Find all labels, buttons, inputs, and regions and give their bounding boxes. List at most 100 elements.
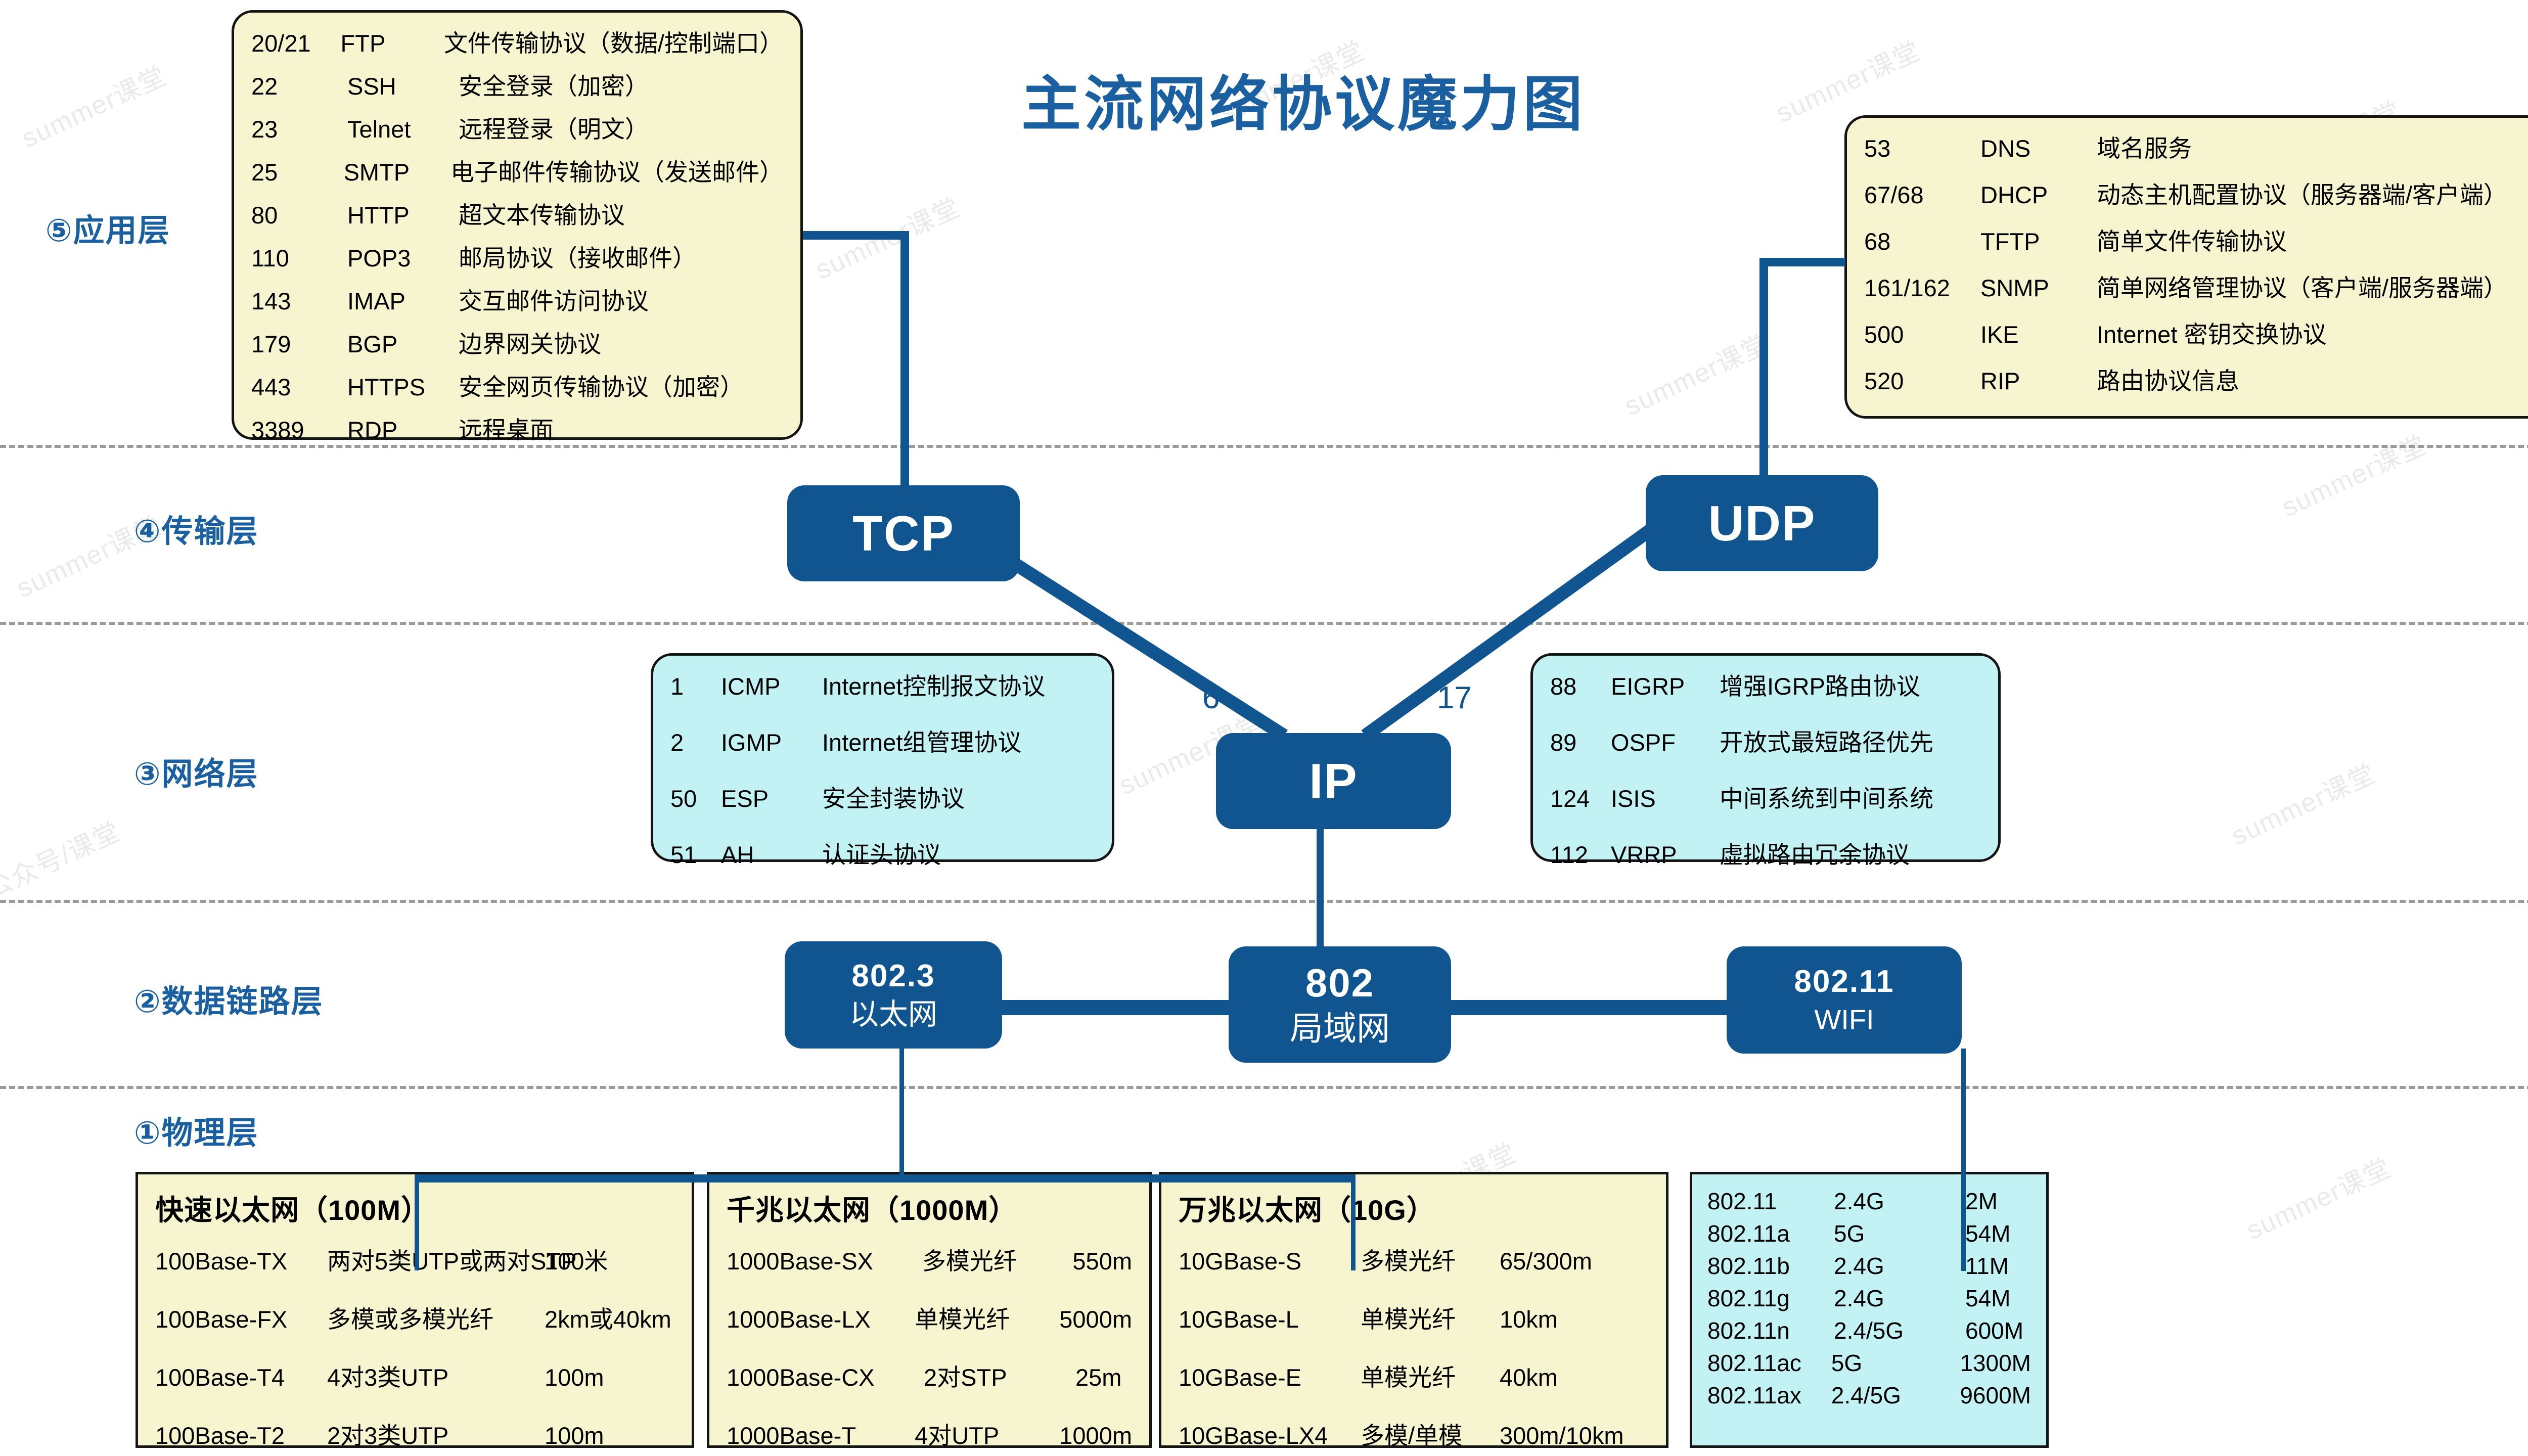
tcp-app-protocol-cell: IMAP xyxy=(347,288,405,314)
card-gigabit-ethernet-header: 千兆以太网（1000M） xyxy=(727,1194,1018,1226)
fast-ethernet-cell: 多模或多模光纤 xyxy=(327,1306,493,1333)
tcp-app-protocol-cell: 25 xyxy=(251,159,278,186)
tcp-app-protocol-cell: 超文本传输协议 xyxy=(459,202,625,229)
network-protocol-right-cell: 开放式最短路径优先 xyxy=(1720,729,1933,756)
tcp-app-protocol-cell: 电子邮件传输协议（发送邮件） xyxy=(450,159,783,186)
network-protocol-left-cell: IGMP xyxy=(721,729,782,756)
node-tcp[interactable]: TCP xyxy=(787,485,1020,581)
card-10g-ethernet-header: 万兆以太网（10G） xyxy=(1179,1194,1435,1226)
gigabit-ethernet-cell: 4对UTP xyxy=(915,1422,1000,1449)
gigabit-ethernet-cell: 2对STP xyxy=(924,1364,1007,1391)
udp-app-protocol-cell: IKE xyxy=(1980,321,2019,348)
network-protocol-left-row: 1 ICMP Internet控制报文协议 xyxy=(670,667,1095,702)
udp-app-protocol-cell: 域名服务 xyxy=(2097,135,2192,162)
node-udp[interactable]: UDP xyxy=(1646,475,1878,571)
gigabit-ethernet-cell: 1000Base-LX xyxy=(727,1306,871,1333)
udp-app-protocol-cell: 路由协议信息 xyxy=(2097,368,2239,394)
connector-ip-to-lan802 xyxy=(1317,814,1324,948)
tcp-app-protocol-cell: 20/21 xyxy=(251,30,311,57)
fast-ethernet-cell: 100Base-T4 xyxy=(155,1364,285,1391)
connector-app-to-udp-vertical xyxy=(1759,258,1768,485)
udp-app-protocol-cell: TFTP xyxy=(1980,228,2040,255)
tcp-app-protocol-cell: 23 xyxy=(251,116,278,143)
node-802-secondary: 局域网 xyxy=(1290,1010,1390,1048)
udp-app-protocol-cell: 161/162 xyxy=(1864,275,1950,301)
connector-app-to-udp-horizontal xyxy=(1759,258,1845,266)
node-8023-ethernet[interactable]: 802.3 以太网 xyxy=(785,941,1002,1049)
tcp-app-protocol-cell: 交互邮件访问协议 xyxy=(459,288,649,314)
10g-ethernet-cell: 10km xyxy=(1500,1306,1558,1333)
network-protocol-left-cell: 50 xyxy=(670,785,697,812)
fast-ethernet-cell: 100Base-T2 xyxy=(155,1422,285,1449)
network-protocol-left-cell: Internet组管理协议 xyxy=(822,729,1022,756)
node-ip[interactable]: IP xyxy=(1216,733,1451,829)
network-protocol-right-cell: 中间系统到中间系统 xyxy=(1720,785,1933,812)
network-protocol-right-cell: 88 xyxy=(1550,673,1577,700)
port-label-tcp: 6 xyxy=(1202,680,1220,715)
network-protocol-left-cell: 安全封装协议 xyxy=(822,785,965,812)
udp-app-protocol-cell: 简单文件传输协议 xyxy=(2097,228,2287,255)
udp-app-protocol-cell: 67/68 xyxy=(1864,181,1924,208)
gigabit-ethernet-cell: 单模光纤 xyxy=(915,1306,1010,1333)
watermark: summer课堂 xyxy=(17,61,171,154)
node-802-lan[interactable]: 802 局域网 xyxy=(1229,946,1451,1063)
10g-ethernet-cell: 65/300m xyxy=(1500,1248,1592,1275)
network-protocol-left-cell: 1 xyxy=(670,673,684,700)
connector-80211-drop xyxy=(1961,1049,1966,1271)
udp-app-protocol-cell: Internet 密钥交换协议 xyxy=(2097,321,2327,348)
fast-ethernet-cell: 2对3类UTP xyxy=(327,1422,449,1449)
layer-separator-app-transport xyxy=(0,445,2528,448)
tcp-app-protocol-cell: 80 xyxy=(251,202,278,229)
tcp-app-protocol-cell: 安全登录（加密） xyxy=(459,73,649,100)
wifi-standard-cell: 1300M xyxy=(1960,1350,2031,1376)
gigabit-ethernet-cell: 1000Base-T xyxy=(727,1422,856,1449)
connector-physical-bus xyxy=(415,1174,1355,1182)
udp-app-protocol-cell: DNS xyxy=(1980,135,2031,162)
network-protocol-left-cell: ICMP xyxy=(721,673,781,700)
fast-ethernet-cell: 2km或40km xyxy=(545,1306,671,1333)
tcp-app-protocol-cell: BGP xyxy=(347,331,398,357)
10g-ethernet-cell: 单模光纤 xyxy=(1361,1306,1456,1333)
node-ip-label: IP xyxy=(1309,753,1358,809)
tcp-app-protocol-cell: HTTPS xyxy=(347,374,426,400)
connector-app-to-tcp-vertical xyxy=(900,231,909,491)
layer-label-application: ⑤应用层 xyxy=(46,213,170,248)
tcp-app-protocol-cell: 143 xyxy=(251,288,291,314)
tcp-app-protocol-cell: RDP xyxy=(347,417,398,443)
network-protocol-left-cell: 认证头协议 xyxy=(822,841,941,868)
connector-802-to-80211 xyxy=(1411,1000,1729,1015)
tcp-app-protocol-cell: Telnet xyxy=(347,116,411,143)
network-protocol-left-cell: Internet控制报文协议 xyxy=(822,673,1046,700)
wifi-standard-cell: 2.4G xyxy=(1834,1188,1884,1214)
fast-ethernet-cell: 两对5类UTP或两对STP xyxy=(327,1248,577,1275)
fast-ethernet-cell: 4对3类UTP xyxy=(327,1364,449,1391)
10g-ethernet-cell: 多模/单模 xyxy=(1361,1422,1463,1449)
tcp-app-protocol-cell: SSH xyxy=(347,73,396,100)
udp-app-protocol-cell: RIP xyxy=(1980,368,2020,394)
node-80211-wifi[interactable]: 802.11 WIFI xyxy=(1727,946,1962,1054)
